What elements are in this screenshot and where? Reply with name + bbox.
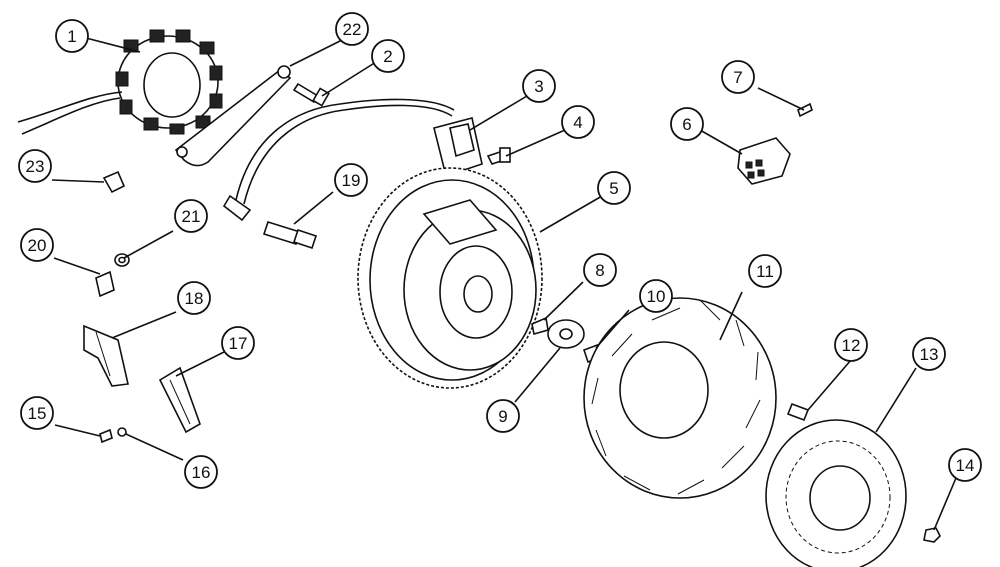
svg-text:4: 4 [573, 113, 582, 132]
callout-9: 9 [486, 399, 520, 433]
leader-lines [51, 37, 957, 531]
svg-text:21: 21 [182, 207, 201, 226]
callout-6: 6 [670, 107, 704, 141]
part-clip-20 [95, 270, 115, 298]
svg-text:17: 17 [229, 334, 248, 353]
callout-21: 21 [174, 199, 208, 233]
svg-text:18: 18 [185, 289, 204, 308]
callout-22: 22 [335, 12, 369, 46]
callout-11: 11 [748, 254, 782, 288]
svg-text:1: 1 [67, 27, 76, 46]
callout-16: 16 [184, 455, 218, 489]
part-connector [737, 137, 791, 185]
part-screw-4 [486, 147, 511, 165]
part-screen [765, 419, 907, 567]
part-screw-15 [99, 428, 113, 444]
callout-1: 1 [55, 19, 89, 53]
callout-5: 5 [597, 171, 631, 205]
part-washer-16 [117, 427, 127, 437]
callout-4: 4 [561, 105, 595, 139]
callout-7: 7 [721, 60, 755, 94]
callout-20: 20 [20, 228, 54, 262]
part-washer-9 [547, 319, 585, 349]
callout-13: 13 [912, 337, 946, 371]
svg-text:2: 2 [383, 47, 392, 66]
svg-text:13: 13 [920, 345, 939, 364]
callout-10: 10 [639, 279, 673, 313]
part-flywheel [357, 167, 543, 389]
callouts: 1 2 3 4 5 6 7 8 9 10 11 12 13 14 15 16 1… [18, 12, 982, 489]
part-bracket-18 [83, 324, 129, 387]
callout-2: 2 [371, 39, 405, 73]
svg-text:8: 8 [595, 261, 604, 280]
part-screw-12 [786, 402, 810, 422]
svg-text:9: 9 [498, 407, 507, 426]
svg-text:19: 19 [342, 171, 361, 190]
part-clip-23 [102, 170, 126, 194]
svg-text:15: 15 [28, 404, 47, 423]
callout-17: 17 [221, 326, 255, 360]
svg-text:6: 6 [682, 115, 691, 134]
callout-12: 12 [834, 328, 868, 362]
svg-text:14: 14 [956, 456, 975, 475]
callout-15: 15 [20, 396, 54, 430]
part-fan [583, 297, 777, 499]
part-nut [923, 527, 941, 543]
svg-text:3: 3 [534, 77, 543, 96]
svg-text:10: 10 [647, 287, 666, 306]
part-ground-strap [174, 65, 292, 167]
callout-18: 18 [177, 281, 211, 315]
part-screw-2 [292, 82, 330, 107]
callout-14: 14 [948, 448, 982, 482]
callout-8: 8 [583, 253, 617, 287]
svg-text:7: 7 [733, 68, 742, 87]
part-brake-arm [158, 366, 201, 434]
callout-19: 19 [334, 163, 368, 197]
part-ignition-module [222, 98, 483, 222]
part-spark-plug [262, 221, 318, 250]
callout-23: 23 [18, 149, 52, 183]
part-screw-7 [797, 102, 813, 118]
svg-text:5: 5 [609, 179, 618, 198]
callout-3: 3 [522, 69, 556, 103]
svg-text:23: 23 [26, 157, 45, 176]
svg-text:11: 11 [756, 262, 774, 281]
svg-text:22: 22 [343, 20, 362, 39]
svg-text:12: 12 [842, 336, 861, 355]
svg-text:16: 16 [192, 463, 211, 482]
svg-text:20: 20 [28, 236, 47, 255]
part-stator [17, 29, 223, 135]
